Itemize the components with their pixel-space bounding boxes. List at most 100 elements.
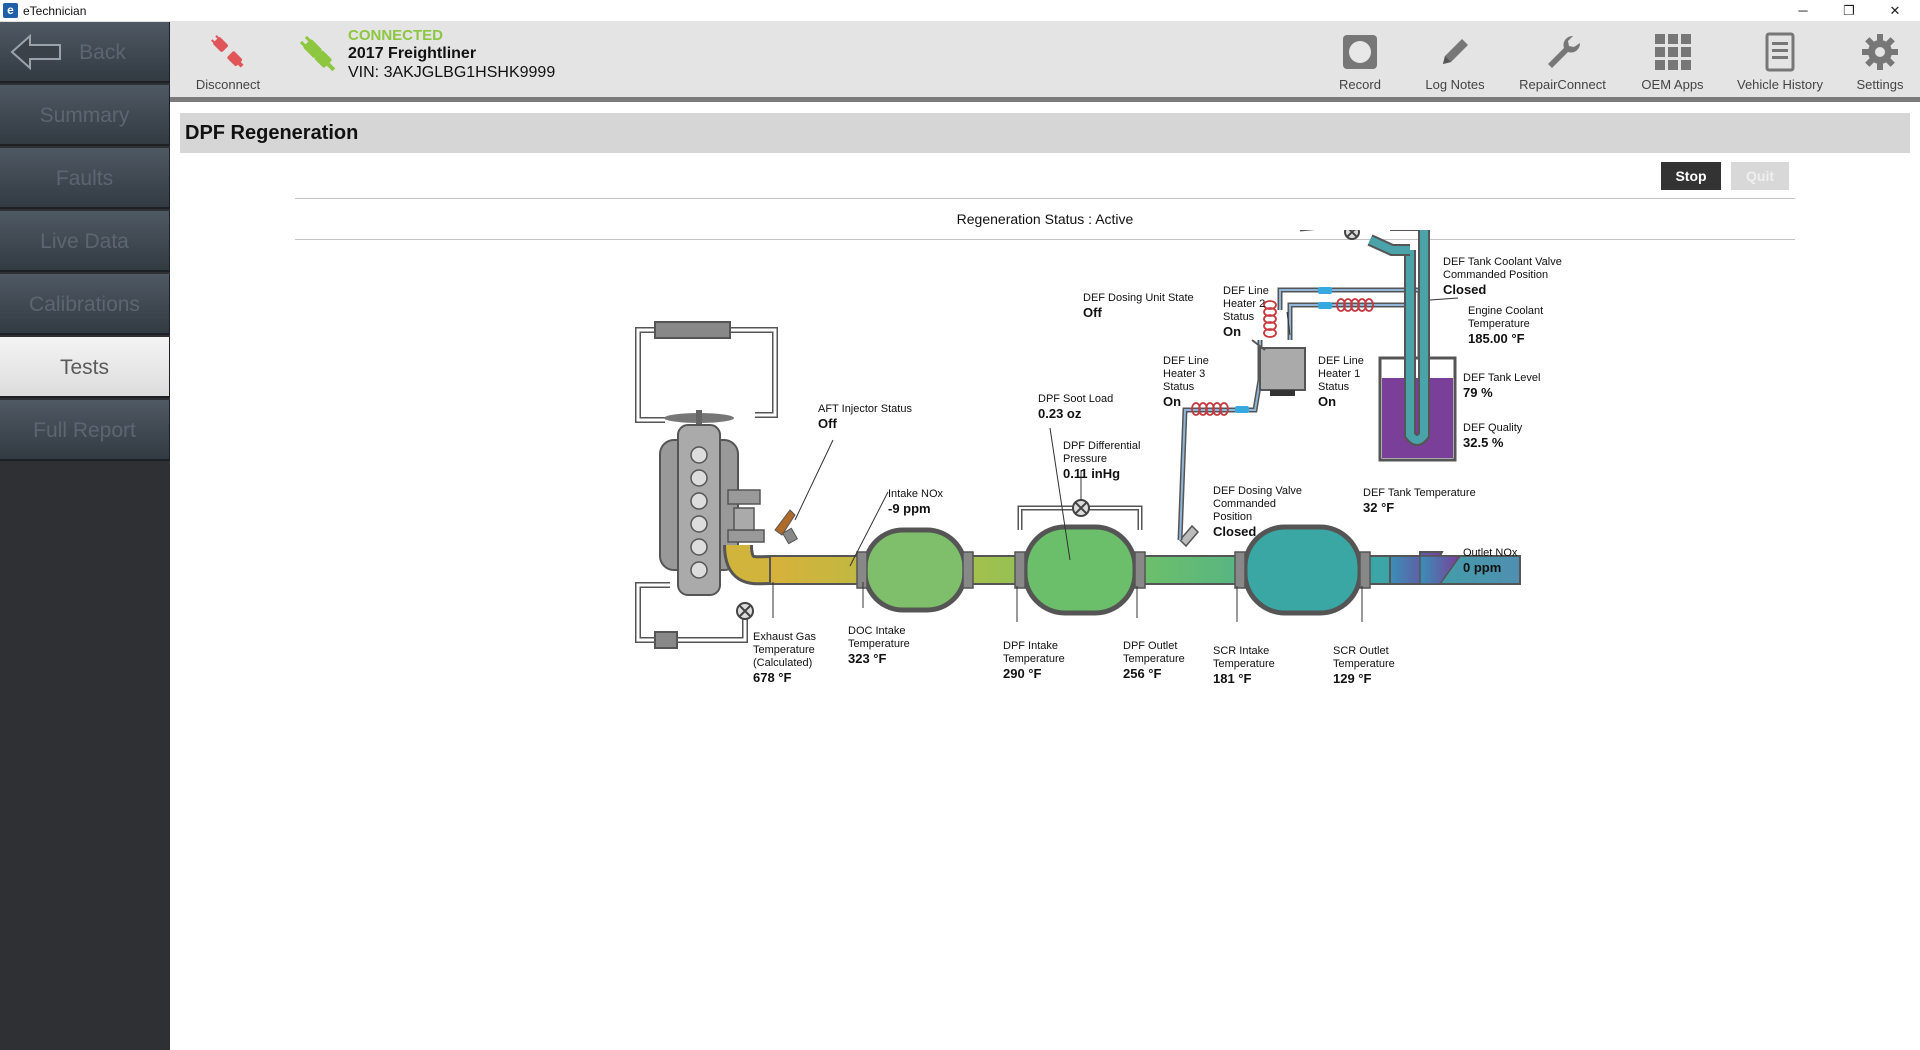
aftertreatment-schematic xyxy=(635,230,1521,649)
def-dosing-valve-value: Closed xyxy=(1213,524,1257,539)
disconnect-label: Disconnect xyxy=(195,77,261,92)
dpf-soot-load-value: 0.23 oz xyxy=(1038,406,1082,421)
dpf-diff-pressure-value: 0.11 inHg xyxy=(1063,466,1121,481)
def-tank-coolant-valve: DEF Tank Coolant Valve Commanded Positio… xyxy=(1443,243,1562,310)
dpf-differential-pressure: DPF Differential Pressure 0.11 inHg xyxy=(1063,427,1140,494)
minimize-button[interactable]: ─ xyxy=(1798,3,1808,18)
quit-button[interactable]: Quit xyxy=(1731,162,1789,190)
gear-icon xyxy=(1862,34,1898,70)
settings-button[interactable]: Settings xyxy=(1840,22,1920,102)
def-line-heater-2-label: DEF Line Heater 2 Status xyxy=(1223,285,1269,323)
engine-coolant-temp-value: 185.00 °F xyxy=(1468,331,1525,346)
def-dosing-unit-state-label: DEF Dosing Unit State xyxy=(1083,292,1194,304)
divider-bottom xyxy=(295,239,1795,240)
def-line-heater-2-value: On xyxy=(1223,324,1242,339)
sidebar-item-live-data[interactable]: Live Data xyxy=(0,211,170,272)
disconnect-button[interactable]: Disconnect xyxy=(188,22,268,102)
aft-injector-value: Off xyxy=(818,416,837,431)
toolbar: Disconnect xyxy=(170,22,1920,102)
exhaust-gas-temperature: Exhaust Gas Temperature (Calculated) 678… xyxy=(753,618,816,698)
back-label: Back xyxy=(79,41,126,64)
def-tank-level: DEF Tank Level 79 % xyxy=(1463,372,1540,400)
settings-label: Settings xyxy=(1856,77,1904,92)
outlet-nox-value: 0 ppm xyxy=(1463,560,1502,575)
record-label: Record xyxy=(1339,77,1381,92)
dpf-outlet-temperature: DPF Outlet Temperature 256 °F xyxy=(1123,627,1185,694)
doc-intake-temp-value: 323 °F xyxy=(848,651,887,666)
record-icon xyxy=(1343,35,1377,69)
def-line-heater-3-value: On xyxy=(1163,394,1182,409)
log-notes-label: Log Notes xyxy=(1425,77,1485,92)
def-tank-coolant-valve-value: Closed xyxy=(1443,282,1487,297)
engine-coolant-temperature: Engine Coolant Temperature 185.00 °F xyxy=(1468,292,1543,359)
sidebar: Back Summary Faults Live Data Calibratio… xyxy=(0,22,170,1050)
exhaust-gas-temp-label: Exhaust Gas Temperature (Calculated) xyxy=(753,631,816,669)
apps-grid-icon xyxy=(1654,34,1691,70)
scr-outlet-temperature: SCR Outlet Temperature 129 °F xyxy=(1333,632,1395,699)
vehicle-history-button[interactable]: Vehicle History xyxy=(1730,22,1830,102)
def-dosing-unit-state-value: Off xyxy=(1083,305,1102,320)
sidebar-item-tests[interactable]: Tests xyxy=(0,337,170,398)
def-line-heater-1-label: DEF Line Heater 1 Status xyxy=(1318,355,1364,393)
vehicle-vin: VIN: 3AKJGLBG1HSHK9999 xyxy=(348,64,556,81)
intake-nox: Intake NOx -9 ppm xyxy=(888,488,943,516)
def-line-heater-1-status: DEF Line Heater 1 Status On xyxy=(1318,342,1364,422)
sidebar-item-summary[interactable]: Summary xyxy=(0,85,170,146)
dpf-intake-temp-label: DPF Intake Temperature xyxy=(1003,640,1065,665)
dpf-soot-load-label: DPF Soot Load xyxy=(1038,393,1114,405)
intake-nox-value: -9 ppm xyxy=(888,501,931,516)
doc-intake-temperature: DOC Intake Temperature 323 °F xyxy=(848,612,910,679)
sidebar-item-full-report[interactable]: Full Report xyxy=(0,400,170,461)
def-tank-temperature: DEF Tank Temperature 32 °F xyxy=(1363,487,1476,515)
sidebar-item-calibrations[interactable]: Calibrations xyxy=(0,274,170,335)
log-notes-button[interactable]: Log Notes xyxy=(1410,22,1500,102)
def-tank-temp-value: 32 °F xyxy=(1363,500,1395,515)
def-line-heater-3-label: DEF Line Heater 3 Status xyxy=(1163,355,1209,393)
regeneration-status: Regeneration Status : Active xyxy=(956,211,1134,227)
back-button[interactable]: Back xyxy=(0,22,170,83)
def-line-heater-2-status: DEF Line Heater 2 Status On xyxy=(1223,272,1269,352)
stop-button[interactable]: Stop xyxy=(1661,162,1721,190)
oem-apps-button[interactable]: OEM Apps xyxy=(1630,22,1715,102)
aftertreatment-diagram: AFT Injector Status Off Intake NOx -9 pp… xyxy=(620,230,1580,686)
plug-connected-icon xyxy=(299,35,336,72)
page-header: DPF Regeneration xyxy=(180,113,1910,153)
record-button[interactable]: Record xyxy=(1320,22,1400,102)
oem-apps-label: OEM Apps xyxy=(1641,77,1704,92)
def-line-heater-1-value: On xyxy=(1318,394,1337,409)
dpf-outlet-temp-label: DPF Outlet Temperature xyxy=(1123,640,1185,665)
def-tank-coolant-valve-label: DEF Tank Coolant Valve Commanded Positio… xyxy=(1443,256,1562,281)
def-line-heater-3-status: DEF Line Heater 3 Status On xyxy=(1163,342,1209,422)
divider-top xyxy=(295,198,1795,199)
scr-outlet-temp-value: 129 °F xyxy=(1333,671,1372,686)
aft-injector-status: AFT Injector Status Off xyxy=(818,403,912,431)
def-quality-value: 32.5 % xyxy=(1463,435,1504,450)
dpf-intake-temp-value: 290 °F xyxy=(1003,666,1042,681)
def-tank-level-label: DEF Tank Level xyxy=(1463,372,1541,384)
document-icon xyxy=(1765,32,1795,72)
back-arrow-icon xyxy=(10,33,61,71)
aft-injector-label: AFT Injector Status xyxy=(818,403,912,415)
intake-nox-label: Intake NOx xyxy=(888,488,944,500)
def-dosing-valve-label: DEF Dosing Valve Commanded Position xyxy=(1213,485,1303,523)
sidebar-item-faults[interactable]: Faults xyxy=(0,148,170,209)
restore-button[interactable]: ❐ xyxy=(1843,3,1855,18)
outlet-nox: Outlet NOx 0 ppm xyxy=(1463,547,1517,575)
dpf-intake-temperature: DPF Intake Temperature 290 °F xyxy=(1003,627,1065,694)
page-title: DPF Regeneration xyxy=(185,122,359,144)
window-titlebar: e eTechnician ─ ❐ ✕ xyxy=(0,0,1920,22)
plug-disconnect-icon xyxy=(211,35,244,68)
def-quality: DEF Quality 32.5 % xyxy=(1463,422,1522,450)
dpf-outlet-temp-value: 256 °F xyxy=(1123,666,1162,681)
dpf-soot-load: DPF Soot Load 0.23 oz xyxy=(1038,393,1113,421)
outlet-nox-label: Outlet NOx xyxy=(1463,547,1518,559)
scr-intake-temp-value: 181 °F xyxy=(1213,671,1252,686)
exhaust-gas-temp-value: 678 °F xyxy=(753,670,792,685)
def-quality-label: DEF Quality xyxy=(1463,422,1523,434)
close-button[interactable]: ✕ xyxy=(1889,3,1901,18)
repairconnect-button[interactable]: RepairConnect xyxy=(1510,22,1615,102)
def-tank-level-value: 79 % xyxy=(1463,385,1493,400)
vehicle-history-label: Vehicle History xyxy=(1737,77,1823,92)
connection-status: CONNECTED xyxy=(348,27,444,44)
dpf-diff-pressure-label: DPF Differential Pressure xyxy=(1063,440,1141,465)
